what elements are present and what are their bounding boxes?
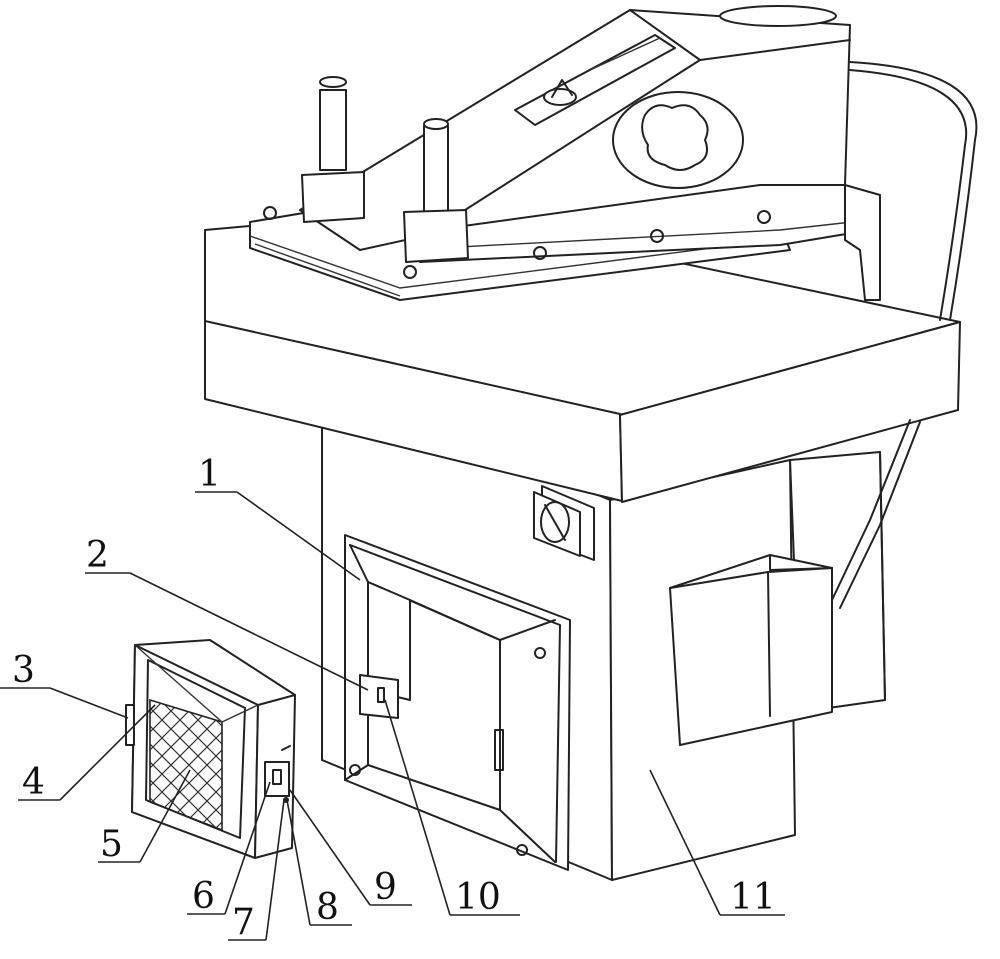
callout-7: 7 (232, 902, 255, 943)
callout-4: 4 (22, 762, 45, 803)
callout-6: 6 (192, 876, 215, 917)
callout-2: 2 (86, 535, 109, 576)
filter-box (125, 639, 296, 859)
electrical-box (669, 554, 833, 746)
callout-labels: 1 2 3 4 5 6 7 8 9 10 11 (12, 454, 776, 943)
callout-11: 11 (730, 877, 776, 918)
press-head (249, 5, 978, 609)
callout-9: 9 (374, 867, 397, 908)
rotary-switch (533, 485, 595, 561)
callout-10: 10 (455, 877, 501, 918)
callout-8: 8 (316, 887, 339, 928)
callout-5: 5 (100, 824, 123, 865)
mounting-frame (344, 534, 571, 871)
callout-1: 1 (198, 454, 221, 495)
leader-lines (0, 491, 785, 941)
callout-3: 3 (12, 650, 35, 691)
